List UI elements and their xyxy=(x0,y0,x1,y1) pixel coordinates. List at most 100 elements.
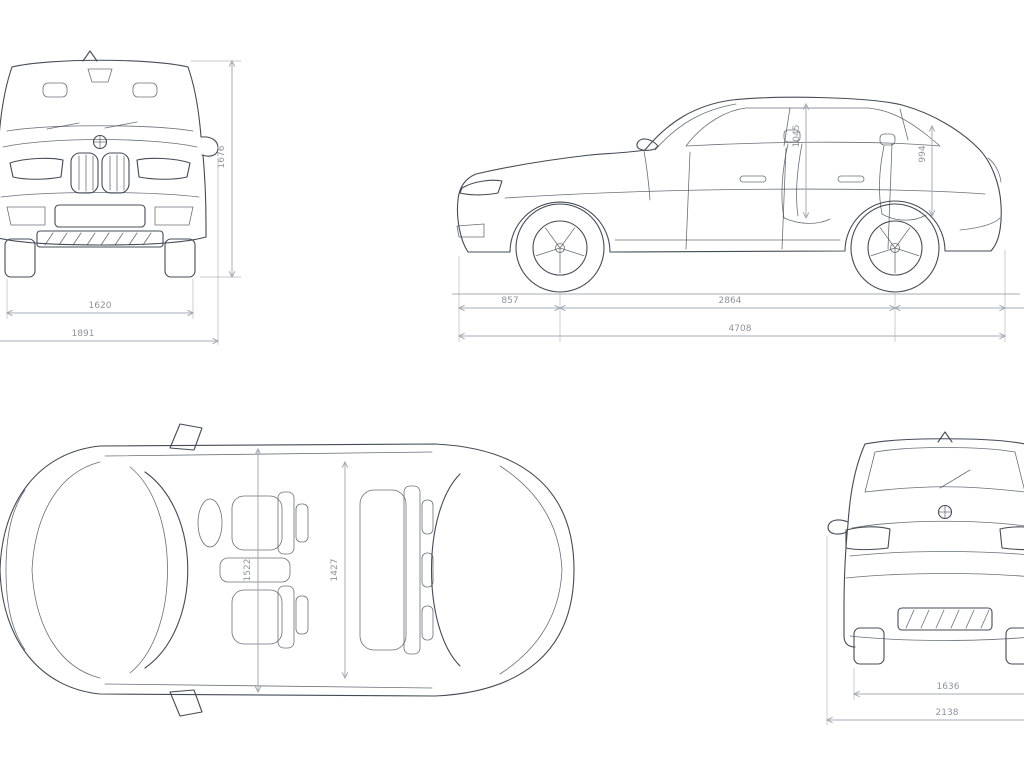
overall-width-dim-label: 2138 xyxy=(936,708,959,718)
rear-door-seam xyxy=(887,143,893,250)
antenna-fin xyxy=(82,50,98,62)
side-view: 1045 994 857 2864 4708 xyxy=(440,40,1024,354)
front-view-dimensions: 1676 1620 1891 xyxy=(0,59,241,345)
headrest-left xyxy=(42,82,68,98)
front-width-dim-label: 1522 xyxy=(243,559,253,582)
front-wheel xyxy=(515,203,605,293)
overall-width-dim-label: 1891 xyxy=(72,329,95,339)
tail-light xyxy=(987,157,1002,183)
center-console xyxy=(219,557,291,583)
taillight-right xyxy=(999,526,1024,551)
rear-view-dimensions: 1636 2138 xyxy=(825,536,1024,725)
front-bumper-inner xyxy=(5,489,26,651)
front-seats xyxy=(231,491,309,649)
rear-view-car xyxy=(827,431,1024,665)
hood-seam xyxy=(643,150,651,201)
roof-line xyxy=(11,59,189,68)
rear-bench xyxy=(359,485,434,655)
mirror-bottom xyxy=(169,689,203,717)
roof-rail-top xyxy=(104,451,433,457)
bmw-roundel xyxy=(92,134,108,150)
body-outline xyxy=(0,443,575,697)
bumper-bottom-line xyxy=(849,635,1024,641)
tailgate-inner xyxy=(499,465,563,675)
lower-grille xyxy=(36,230,164,248)
front-intake xyxy=(456,223,485,238)
a-pillar-left xyxy=(0,66,13,132)
headlight-left xyxy=(9,157,64,180)
interior-seats xyxy=(781,129,927,224)
antenna-fin xyxy=(937,431,953,443)
rear-headroom-dim-label: 994 xyxy=(918,145,928,162)
rear-bumper-line xyxy=(959,217,1001,231)
roof-line xyxy=(864,438,1024,445)
side-mirror xyxy=(636,138,659,151)
top-view: 1522 1427 xyxy=(0,412,600,736)
body-side-left xyxy=(843,523,856,648)
windshield-arc xyxy=(144,471,189,669)
front-door-seam xyxy=(685,151,691,250)
bmw-roundel xyxy=(937,504,953,520)
overall-length-dim-label: 4708 xyxy=(729,324,752,334)
wheelbase-dim-label: 2864 xyxy=(719,296,742,306)
front-wheel-right xyxy=(164,238,196,278)
mid-door-seam xyxy=(781,147,787,250)
track-dim-label: 1636 xyxy=(937,682,960,692)
mirror-top xyxy=(169,423,203,451)
headlight-right xyxy=(136,157,191,180)
rear-wheel-left xyxy=(853,627,885,665)
lower-grille-hatch xyxy=(44,232,152,246)
top-view-car xyxy=(0,423,575,717)
roof-rail-bottom xyxy=(104,683,433,689)
bumper-top-line xyxy=(845,573,1024,579)
bumper-line xyxy=(0,192,200,198)
steering-wheel xyxy=(197,498,223,548)
rear-wheel xyxy=(850,203,940,293)
pillar-left xyxy=(847,443,866,525)
kidney-grille-left xyxy=(70,152,99,194)
diffuser-hatch xyxy=(905,609,990,629)
height-dim-label: 1676 xyxy=(217,145,227,168)
mirror-right xyxy=(200,136,219,157)
body-bottom xyxy=(0,236,207,246)
door-handle-rear xyxy=(837,175,865,183)
wiper-left xyxy=(46,122,80,130)
hood-cut xyxy=(31,461,101,679)
front-view: 1676 1620 1891 xyxy=(0,25,255,359)
door-handle-front xyxy=(739,175,767,183)
headrest-right xyxy=(132,82,158,98)
taillight-left xyxy=(845,526,891,551)
center-intake xyxy=(54,204,146,228)
body-outline xyxy=(456,96,1002,253)
grille-slats xyxy=(78,154,125,192)
a-pillar xyxy=(654,103,737,151)
rear-width-dim-label: 1427 xyxy=(330,559,340,582)
top-view-dimensions: 1522 1427 xyxy=(243,447,349,694)
rear-window xyxy=(864,447,1024,493)
b-pillar xyxy=(783,107,791,147)
side-view-dimensions: 857 2864 4708 xyxy=(452,250,1024,342)
side-intake-left xyxy=(6,206,46,226)
diffuser xyxy=(897,607,993,631)
side-view-car: 1045 994 xyxy=(456,96,1002,293)
rear-window-arc xyxy=(431,473,461,667)
headlight xyxy=(459,179,503,196)
mirror-left xyxy=(827,519,849,535)
cowl-line xyxy=(6,125,194,132)
glasshouse xyxy=(685,107,941,147)
character-line xyxy=(504,188,986,199)
side-intake-right xyxy=(154,206,194,226)
cowl-arc xyxy=(129,466,168,674)
a-pillar-right xyxy=(187,66,202,138)
tailgate-seam xyxy=(849,551,1024,557)
front-wheel-left xyxy=(4,238,36,278)
track-width-dim-label: 1620 xyxy=(89,301,112,311)
kidney-grille-right xyxy=(101,152,130,194)
wiper-right xyxy=(104,121,138,129)
c-pillar xyxy=(899,108,909,141)
rearview-mirror xyxy=(87,68,113,83)
front-overhang-dim-label: 857 xyxy=(501,296,518,306)
rear-wheel-right xyxy=(1005,627,1024,665)
front-headroom-dim-label: 1045 xyxy=(792,125,802,148)
